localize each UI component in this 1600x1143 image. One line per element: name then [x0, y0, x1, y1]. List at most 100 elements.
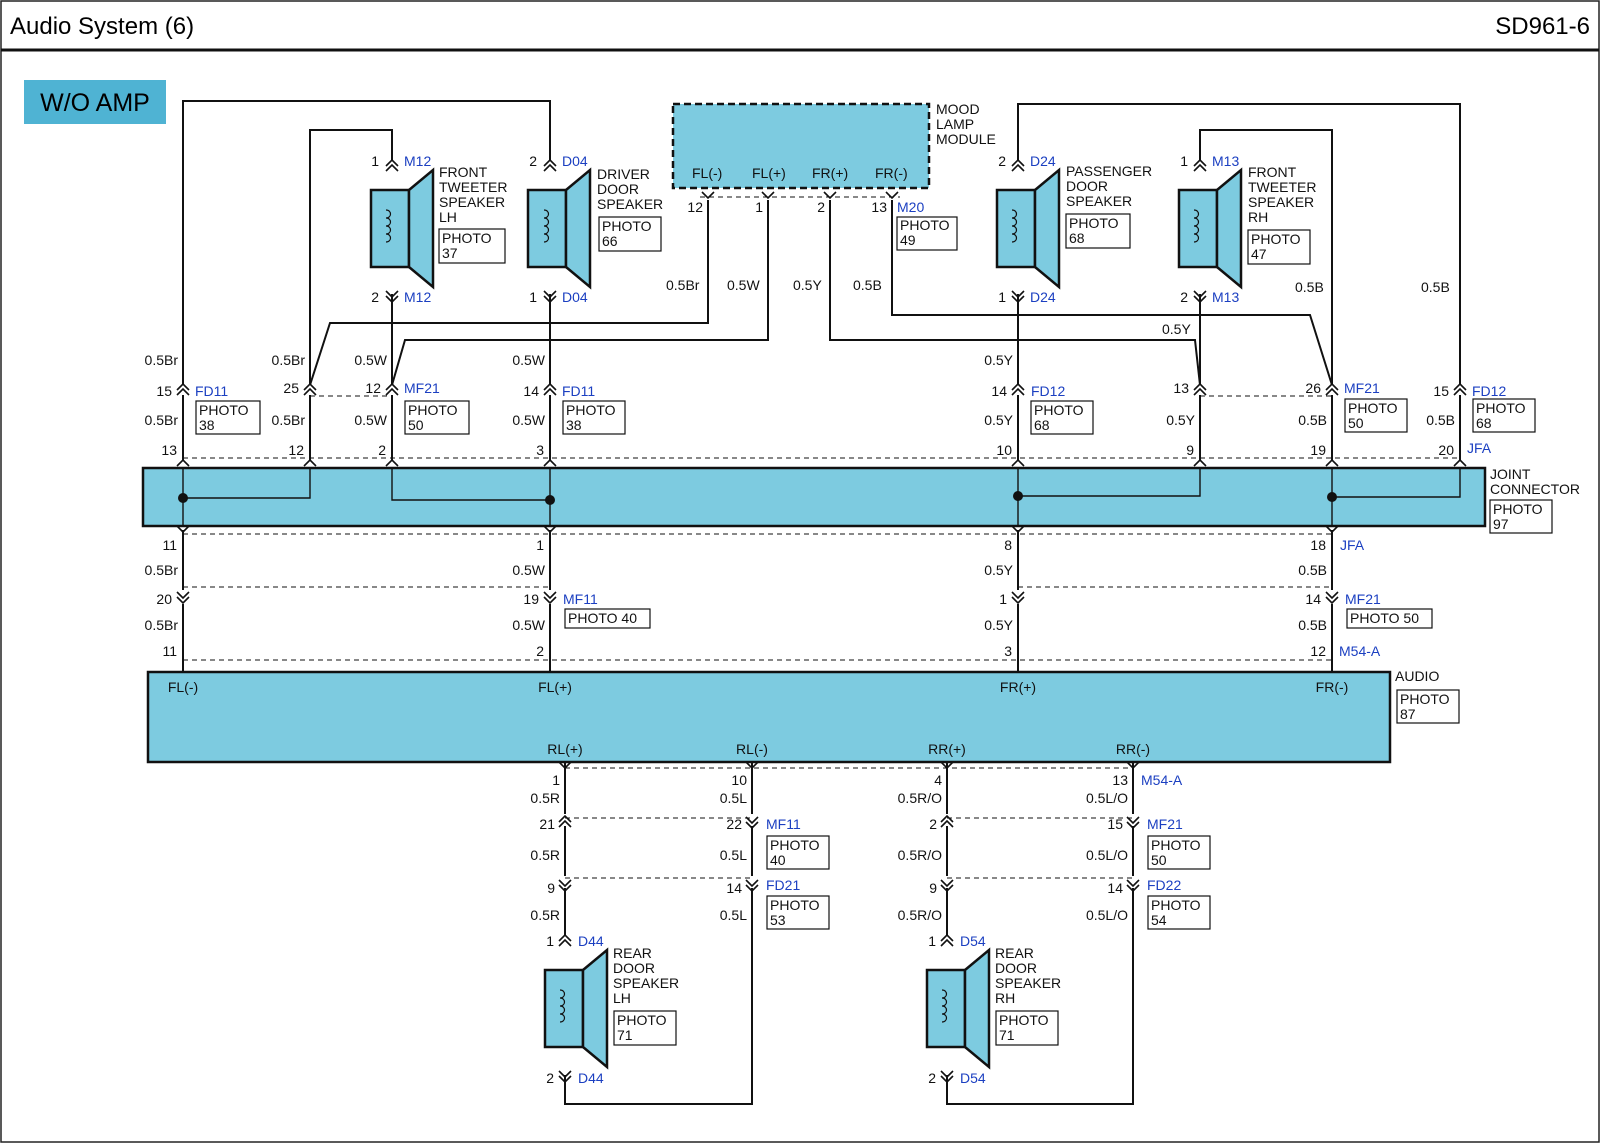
mood-lamp-module	[671, 102, 931, 190]
driver-name-2: DOOR	[597, 181, 639, 197]
mf21-pin-12: 12	[365, 380, 381, 396]
mf21-low-pin-15: 15	[1107, 816, 1123, 832]
fd12-pin-14: 14	[991, 383, 1007, 399]
mf21-photo-num-left: 50	[408, 417, 424, 433]
rear-lh-name-3: SPEAKER	[613, 975, 679, 991]
mf21-photo-label-right: PHOTO	[1348, 400, 1398, 416]
pin-number: 19	[1310, 442, 1326, 458]
rear-rh-connector-bot: D54	[960, 1070, 986, 1086]
fd12-label-right: FD12	[1472, 383, 1506, 399]
mf11-label: MF11	[563, 591, 598, 607]
mf11-low-pin-22: 22	[726, 816, 742, 832]
pin-number: 9	[1186, 442, 1194, 458]
mf11-photo-box	[564, 608, 651, 629]
audio-pin-rr-minus: RR(-)	[1116, 741, 1150, 757]
mood-photo-box	[896, 216, 958, 251]
joint-name-1: JOINT	[1490, 466, 1531, 482]
mf21-mid-pin-14: 14	[1305, 591, 1321, 607]
audio-photo-num: 87	[1400, 706, 1416, 722]
m54a-label-top: M54-A	[1339, 643, 1381, 659]
audio-pin-fl-minus: FL(-)	[168, 679, 198, 695]
fd12-photo-label-left: PHOTO	[1034, 402, 1084, 418]
passenger-name-1: PASSENGER	[1066, 163, 1152, 179]
wire-color-label: 0.5L/O	[1086, 907, 1128, 923]
ft-lh-name-4: LH	[439, 209, 457, 225]
fd11-photo-label-right: PHOTO	[566, 402, 616, 418]
mood-photo-num: 49	[900, 232, 916, 248]
pin-number: 3	[1004, 643, 1012, 659]
passenger-name-3: SPEAKER	[1066, 193, 1132, 209]
pin-number: 18	[1310, 537, 1326, 553]
variant-badge	[24, 80, 166, 124]
rear-rh-photo-box	[995, 1010, 1059, 1046]
driver-name-1: DRIVER	[597, 166, 650, 182]
driver-door-speaker-icon	[526, 167, 592, 290]
mf21-pin-26: 26	[1305, 380, 1321, 396]
pin-number: 11	[162, 537, 177, 553]
wire-color-label: 0.5Y	[793, 277, 822, 293]
audio-pin-fr-minus: FR(-)	[1316, 679, 1349, 695]
wire-color-label: 0.5R	[530, 907, 560, 923]
wire-color-label: 0.5W	[512, 617, 545, 633]
passenger-photo-num: 68	[1069, 230, 1085, 246]
m54a-bottom-pins: 1 10 4 13	[552, 772, 1128, 788]
passenger-connector-top: D24	[1030, 153, 1056, 169]
driver-photo-num: 66	[602, 233, 618, 249]
rear-lh-photo-num: 71	[617, 1027, 633, 1043]
audio-photo-label: PHOTO	[1400, 691, 1450, 707]
fd12-label-left: FD12	[1031, 383, 1065, 399]
rear-lh-photo-label: PHOTO	[617, 1012, 667, 1028]
driver-connector-bot: D04	[562, 289, 588, 305]
m54a-top-pins: 11 2 3 12	[162, 643, 1326, 659]
middle-wire-labels: 0.5Br 0.5W 0.5Y 0.5B 0.5Br 0.5W 0.5Y 0.5…	[145, 562, 1327, 633]
ft-lh-photo-box	[438, 228, 506, 264]
mood-pin-fl-minus: FL(-)	[692, 165, 722, 181]
wire-color-label: 0.5Y	[984, 617, 1013, 633]
wire-color-label: 0.5R	[530, 790, 560, 806]
ft-lh-photo-num: 37	[442, 245, 458, 261]
mf21-low-photo-num: 50	[1151, 852, 1167, 868]
pin-number: 11	[162, 643, 177, 659]
fd21-photo-num: 53	[770, 912, 786, 928]
fd12-photo-num-right: 68	[1476, 415, 1492, 431]
variant-badge-label: W/O AMP	[40, 89, 150, 117]
fd11-photo-num-left: 38	[199, 417, 215, 433]
fd22-pin-9: 9	[929, 880, 937, 896]
rear-lh-name-2: DOOR	[613, 960, 655, 976]
jfa-label-top: JFA	[1467, 440, 1492, 456]
wire-color-label: 0.5Br	[272, 412, 306, 428]
diagram-code: SD961-6	[1495, 13, 1590, 40]
fd22-pin-14: 14	[1107, 880, 1123, 896]
wire-color-label: 0.5R/O	[898, 847, 942, 863]
ft-rh-connector-top: M13	[1212, 153, 1239, 169]
fd11-label-right: FD11	[562, 383, 595, 399]
passenger-pin-bot: 1	[998, 289, 1006, 305]
audio-pin-rl-minus: RL(-)	[736, 741, 768, 757]
wire-mood-fl-minus	[309, 200, 709, 386]
wire-color-label: 0.5W	[512, 352, 545, 368]
front-tweeter-rh-speaker-icon	[1177, 167, 1243, 290]
passenger-connector-bot: D24	[1030, 289, 1056, 305]
pin-number: 10	[996, 442, 1012, 458]
fd11-photo-box-left	[195, 400, 261, 435]
mood-pin-fl-plus: FL(+)	[752, 165, 786, 181]
fd22-photo-label: PHOTO	[1151, 897, 1201, 913]
audio-head-unit	[146, 670, 1392, 764]
rear-rh-photo-label: PHOTO	[999, 1012, 1049, 1028]
connector-dashes	[183, 196, 1460, 879]
ft-rh-name-1: FRONT	[1248, 164, 1297, 180]
mf21-photo-label-left: PHOTO	[408, 402, 458, 418]
wire-color-label: 0.5W	[512, 412, 545, 428]
mf21-pin-25: 25	[283, 380, 299, 396]
wire-color-label: 0.5L	[720, 790, 747, 806]
ft-rh-photo-num: 47	[1251, 246, 1267, 262]
mf21-photo-box-left	[404, 400, 470, 435]
fd11-pin-14: 14	[523, 383, 539, 399]
joint-photo-num: 97	[1493, 516, 1509, 532]
rear-rh-pin-top: 1	[928, 933, 936, 949]
fd12-photo-box-right	[1472, 398, 1536, 433]
rear-door-speaker-lh-icon	[543, 947, 609, 1070]
wire-color-label: 0.5W	[354, 352, 387, 368]
